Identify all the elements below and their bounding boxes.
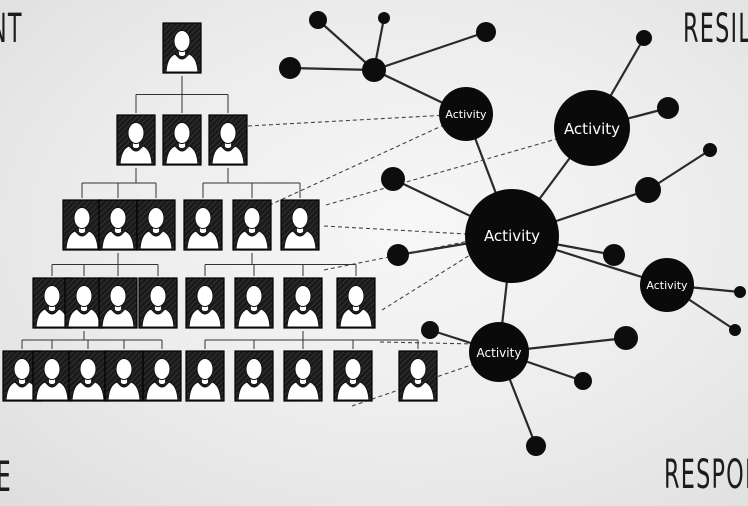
person-silhouette-icon [232, 199, 272, 251]
network-node [703, 143, 717, 157]
person-silhouette-icon [162, 114, 202, 166]
activity-node: Activity [439, 87, 493, 141]
network-node [574, 372, 592, 390]
person-silhouette-icon [138, 277, 178, 329]
activity-label: Activity [564, 120, 620, 138]
network-node [378, 12, 390, 24]
network-node [381, 167, 405, 191]
activity-label: Activity [646, 279, 688, 292]
network-nodes [279, 11, 746, 456]
network-node [526, 436, 546, 456]
person-silhouette-icon [68, 350, 108, 402]
corner-label-top-right: RESIL [683, 6, 748, 52]
person-silhouette-icon [336, 277, 376, 329]
network-node [614, 326, 638, 350]
network-node [636, 30, 652, 46]
org-chart-connectors [21, 76, 419, 349]
network-node [362, 58, 386, 82]
network-node [603, 244, 625, 266]
activity-node: Activity [465, 189, 559, 283]
person-silhouette-icon [162, 22, 202, 74]
person-silhouette-icon [234, 277, 274, 329]
person-silhouette-icon [283, 277, 323, 329]
corner-label-top-left: NT [0, 6, 23, 52]
activity-label: Activity [484, 227, 540, 245]
dashed-connectors [247, 113, 561, 407]
activity-label: Activity [477, 346, 522, 360]
person-silhouette-icon [142, 350, 182, 402]
person-silhouette-icon [234, 350, 274, 402]
network-node [729, 324, 741, 336]
person-silhouette-icon [183, 199, 223, 251]
person-silhouette-icon [208, 114, 248, 166]
person-silhouette-icon [64, 277, 104, 329]
network-node [421, 321, 439, 339]
person-silhouette-icon [136, 199, 176, 251]
person-silhouette-icon [283, 350, 323, 402]
network-node [635, 177, 661, 203]
activity-node: Activity [554, 90, 630, 166]
person-silhouette-icon [185, 350, 225, 402]
activity-node: Activity [640, 258, 694, 312]
person-silhouette-icon [98, 277, 138, 329]
network-node [657, 97, 679, 119]
corner-label-bottom-right: RESPON [664, 452, 748, 498]
network-node [309, 11, 327, 29]
person-silhouette-icon [62, 199, 102, 251]
person-silhouette-icon [398, 350, 438, 402]
network-node [476, 22, 496, 42]
network-node [734, 286, 746, 298]
activity-label: Activity [445, 108, 487, 121]
person-silhouette-icon [116, 114, 156, 166]
activity-node: Activity [469, 322, 529, 382]
person-silhouette-icon [98, 199, 138, 251]
network-node [387, 244, 409, 266]
person-silhouette-icon [104, 350, 144, 402]
corner-label-bottom-left: E [0, 452, 12, 501]
person-silhouette-icon [32, 350, 72, 402]
network-node [279, 57, 301, 79]
person-silhouette-icon [333, 350, 373, 402]
person-silhouette-icon [185, 277, 225, 329]
person-silhouette-icon [280, 199, 320, 251]
